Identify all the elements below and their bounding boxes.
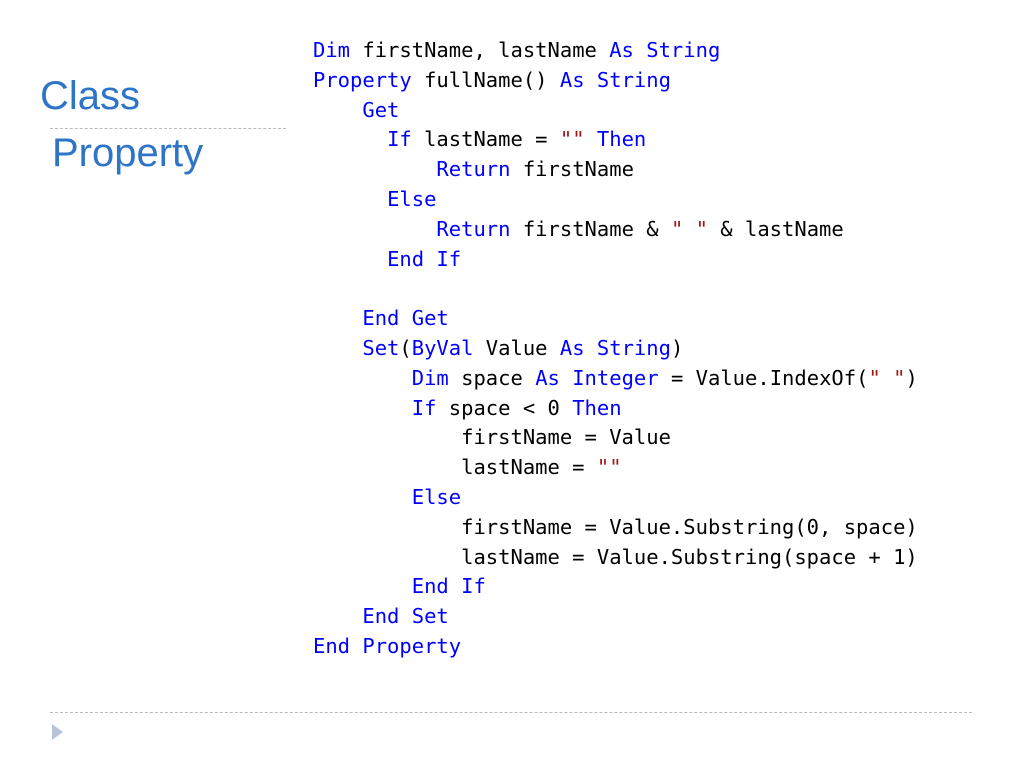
code-text: firstName, lastName (350, 38, 610, 62)
code-text (313, 98, 362, 122)
code-keyword: Integer (572, 365, 659, 390)
code-text (313, 336, 362, 360)
triangle-bullet-icon (52, 724, 63, 740)
code-text: ( (399, 335, 412, 360)
code-string: "" (596, 455, 622, 480)
code-text: firstName = Value (313, 425, 671, 450)
code-line: Return firstName (313, 155, 918, 185)
code-keyword: As (609, 38, 634, 62)
code-line: End Set (313, 602, 918, 632)
code-keyword: As (559, 335, 585, 360)
code-keyword: End Property (313, 633, 462, 658)
code-text: = Value.IndexOf( (658, 365, 869, 390)
code-keyword: String (596, 67, 671, 92)
code-text: ) (905, 365, 918, 390)
code-text (313, 366, 412, 390)
code-keyword: Get (362, 97, 400, 122)
code-string: " " (868, 365, 906, 390)
code-text: lastName = Value.Substring(space + 1) (313, 544, 918, 569)
code-keyword: As (559, 67, 585, 92)
code-line: Set(ByVal Value As String) (313, 334, 918, 364)
code-keyword: Dim (411, 365, 449, 390)
code-line: lastName = Value.Substring(space + 1) (313, 543, 918, 573)
code-text: firstName & (510, 216, 671, 241)
code-line: Else (313, 185, 918, 215)
code-text: ) (670, 335, 684, 360)
code-text: space (448, 365, 536, 390)
code-text (313, 157, 436, 181)
code-line: firstName = Value (313, 423, 918, 453)
code-keyword: Property (313, 67, 412, 92)
slide-title-class: Class (40, 74, 141, 118)
code-text (313, 247, 387, 271)
code-keyword: If (411, 395, 437, 420)
code-text (560, 366, 572, 390)
code-keyword: Dim (313, 38, 351, 62)
code-text: Value (473, 335, 560, 360)
code-keyword: Set (362, 335, 400, 360)
code-text (585, 127, 597, 151)
code-keyword: As (535, 365, 560, 390)
code-keyword: End Get (362, 306, 449, 331)
code-text (585, 68, 597, 92)
code-keyword: Else (387, 186, 437, 211)
code-text: lastName = (313, 455, 597, 480)
code-text: & lastName (707, 216, 844, 241)
title-divider (50, 128, 286, 129)
code-text (313, 217, 436, 241)
code-line: End Property (313, 632, 918, 662)
code-keyword: String (646, 38, 721, 62)
code-text: fullName() (411, 67, 560, 92)
code-text (313, 187, 387, 211)
code-string: " " (670, 216, 708, 241)
code-line: End If (313, 572, 918, 602)
code-text (313, 306, 362, 330)
code-keyword: End If (411, 574, 486, 599)
code-line: If lastName = "" Then (313, 125, 918, 155)
code-keyword: Then (596, 127, 647, 152)
code-line (313, 274, 918, 304)
code-line: Return firstName & " " & lastName (313, 215, 918, 245)
footer-divider (50, 712, 972, 713)
code-line: End If (313, 245, 918, 275)
code-keyword: Return (436, 157, 511, 182)
code-line: Dim space As Integer = Value.IndexOf(" "… (313, 364, 918, 394)
code-keyword: Return (436, 216, 511, 241)
code-keyword: End If (387, 246, 462, 271)
code-text (313, 574, 412, 598)
code-line: Property fullName() As String (313, 66, 918, 96)
code-keyword: ByVal (411, 335, 474, 360)
code-keyword: Else (411, 484, 462, 509)
code-keyword: Then (572, 395, 622, 420)
code-string: "" (559, 127, 585, 152)
code-text (313, 604, 362, 628)
code-line: Dim firstName, lastName As String (313, 36, 918, 66)
code-text: space < 0 (436, 395, 573, 420)
code-line: Else (313, 483, 918, 513)
code-line: lastName = "" (313, 453, 918, 483)
code-line: Get (313, 96, 918, 126)
code-text (313, 485, 412, 509)
code-text: firstName (510, 157, 634, 182)
code-keyword: End Set (362, 604, 449, 629)
code-keyword: String (596, 335, 671, 360)
code-text: lastName = (411, 127, 560, 152)
code-line: End Get (313, 304, 918, 334)
code-text (313, 127, 387, 151)
code-text (313, 396, 412, 420)
code-line: firstName = Value.Substring(0, space) (313, 513, 918, 543)
code-keyword: If (387, 127, 412, 152)
slide-title-property: Property (52, 131, 204, 175)
code-line: If space < 0 Then (313, 394, 918, 424)
code-text (634, 38, 646, 62)
code-text: firstName = Value.Substring(0, space) (313, 514, 918, 539)
code-text (585, 336, 597, 360)
